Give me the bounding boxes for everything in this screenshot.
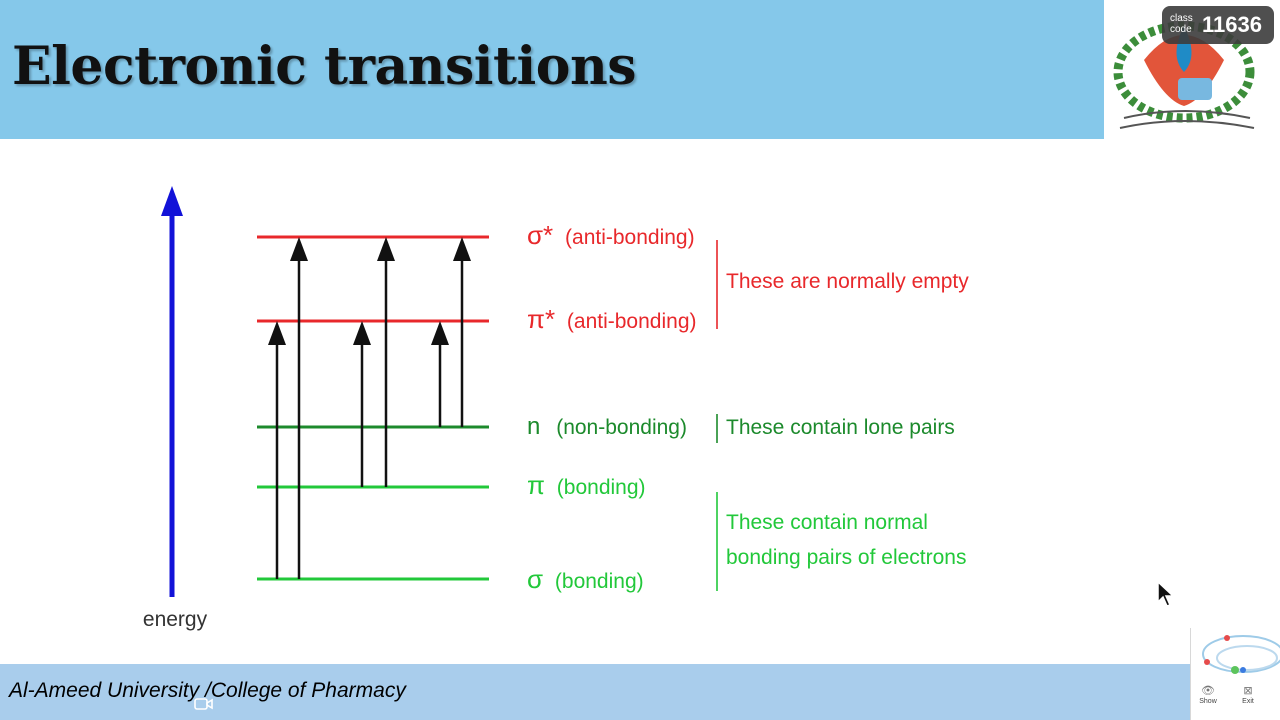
transition-arrowhead — [268, 321, 286, 345]
transition-arrowhead — [353, 321, 371, 345]
level-symbol-n: n — [527, 413, 540, 440]
group-annotations: These are normally empty These contain l… — [716, 240, 969, 591]
energy-axis-arrowhead — [161, 186, 183, 216]
level-label-sigma-star: σ* (anti-bonding) — [527, 220, 695, 250]
level-name-sigma: (bonding) — [555, 570, 644, 593]
exit-button[interactable]: ⊠ Exit — [1233, 684, 1263, 705]
footer-bar — [0, 664, 1190, 720]
group-text-bonding-line1: These contain normal — [726, 511, 928, 534]
level-symbol-pi: π — [527, 470, 545, 500]
level-label-n: n (non-bonding) — [527, 413, 687, 440]
level-label-pi-star: π* (anti-bonding) — [527, 304, 697, 334]
transition-arrowhead — [431, 321, 449, 345]
camera-icon[interactable] — [194, 696, 214, 712]
group-text-empty: These are normally empty — [726, 270, 969, 293]
molecule-icon — [1202, 635, 1280, 674]
level-name-pi: (bonding) — [557, 476, 646, 499]
class-code-label: class code — [1170, 13, 1193, 35]
level-name-pi-star: (anti-bonding) — [567, 310, 697, 333]
group-text-bonding-line2: bonding pairs of electrons — [726, 546, 967, 569]
show-button[interactable]: 👁 Show — [1193, 684, 1223, 705]
footer-institution: Al-Ameed University /College of Pharmacy — [9, 679, 406, 702]
class-code-value: 11636 — [1202, 12, 1262, 37]
transition-arrows — [268, 237, 471, 579]
level-symbol-sigma-star: σ* — [527, 220, 553, 250]
title-bar: Electronic transitions — [0, 0, 1104, 139]
show-label: Show — [1199, 698, 1217, 705]
transition-arrowhead — [290, 237, 308, 261]
level-labels: σ* (anti-bonding) π* (anti-bonding) n (n… — [527, 220, 697, 594]
slide-title: Electronic transitions — [12, 36, 637, 97]
class-code-badge: class code 11636 — [1162, 6, 1274, 44]
transition-arrowhead — [453, 237, 471, 261]
energy-levels — [257, 235, 489, 581]
level-symbol-sigma: σ — [527, 564, 543, 594]
energy-axis-label: energy — [143, 608, 208, 631]
transition-diagram: energy σ* (anti-bonding) π* (anti-bondin… — [143, 186, 969, 631]
level-name-sigma-star: (anti-bonding) — [565, 226, 695, 249]
presenter-widget: 👁 Show ⊠ Exit — [1190, 628, 1280, 720]
group-text-lone-pairs: These contain lone pairs — [726, 416, 955, 439]
exit-label: Exit — [1242, 698, 1254, 705]
mouse-cursor-icon — [1157, 580, 1175, 607]
exit-icon: ⊠ — [1243, 685, 1253, 697]
level-name-n: (non-bonding) — [556, 416, 687, 439]
level-label-sigma: σ (bonding) — [527, 564, 644, 594]
transition-arrowhead — [377, 237, 395, 261]
level-label-pi: π (bonding) — [527, 470, 646, 500]
energy-axis: energy — [143, 186, 208, 631]
level-symbol-pi-star: π* — [527, 304, 555, 334]
eye-icon: 👁 — [1201, 685, 1215, 697]
